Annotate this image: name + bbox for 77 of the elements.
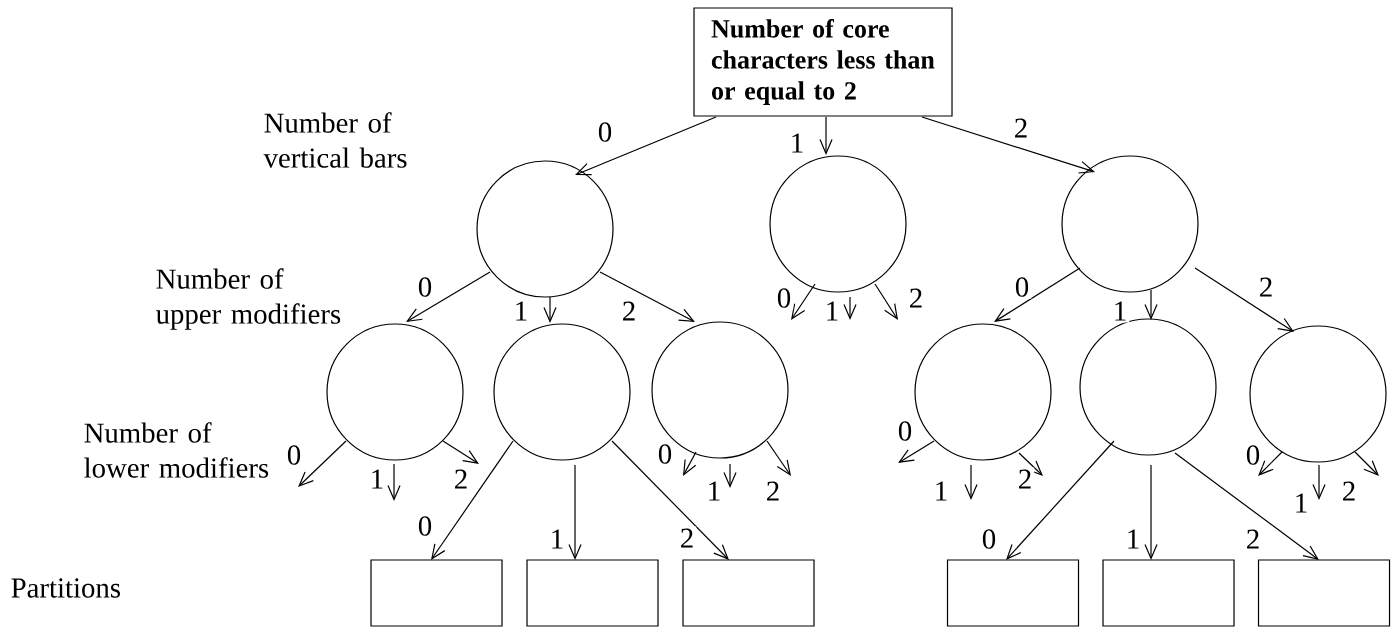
edge-label: 1 (1291, 491, 1311, 515)
partition-box (370, 559, 503, 627)
edge-label: 2 (763, 479, 783, 503)
circle-node (1061, 155, 1199, 293)
edge-label: 0 (979, 527, 999, 551)
arrow (1258, 451, 1283, 476)
arrow (575, 116, 717, 176)
edge-label: 1 (704, 479, 724, 503)
edge-label: 0 (655, 442, 675, 466)
arrow (994, 267, 1081, 322)
arrow (1194, 267, 1295, 332)
arrow (1144, 289, 1158, 320)
edge-label: 0 (1243, 443, 1263, 467)
edge-label: 1 (511, 299, 531, 323)
circle-node (326, 323, 464, 461)
edge-label: 1 (931, 479, 951, 503)
arrow (298, 440, 347, 487)
arrow (921, 116, 1095, 174)
arrow (1018, 452, 1044, 476)
edge-label: 2 (1011, 116, 1031, 140)
circle-node (493, 323, 631, 461)
arrow (406, 271, 491, 322)
edge-label: 1 (1123, 527, 1143, 551)
arrow (543, 296, 557, 323)
edge-label: 2 (677, 526, 697, 550)
arrow (683, 451, 697, 476)
arrow (843, 296, 857, 320)
edge-label: 1 (822, 299, 842, 323)
edge-label: 1 (787, 131, 807, 155)
arrow (1312, 464, 1326, 500)
partition-box (946, 559, 1080, 627)
level-label: Number of vertical bars (263, 112, 407, 168)
edge-label: 0 (284, 443, 304, 467)
arrow (1144, 464, 1158, 560)
edge-label: 2 (1256, 275, 1276, 299)
partition-box (682, 559, 815, 627)
edge-label: 2 (1339, 479, 1359, 503)
arrow (387, 463, 401, 501)
level-label: Number of upper modifiers (156, 268, 341, 330)
arrow (442, 440, 479, 464)
edge-label: 0 (895, 419, 915, 443)
edge-label: 1 (547, 527, 567, 551)
edge-label: 0 (415, 275, 435, 299)
arrow (611, 440, 729, 560)
edge-label: 0 (1012, 275, 1032, 299)
arrow (819, 116, 833, 155)
circle-node (476, 160, 614, 298)
arrow (874, 283, 898, 320)
arrow (1006, 440, 1115, 560)
partition-box (1102, 559, 1235, 627)
edge-label: 2 (1243, 527, 1263, 551)
circle-node (1249, 325, 1387, 463)
edge-label: 0 (595, 120, 615, 144)
circle-node (914, 323, 1052, 461)
edge-label: 2 (619, 299, 639, 323)
edge-label: 0 (415, 514, 435, 538)
arrow (723, 463, 737, 488)
arrow (431, 440, 514, 560)
level-label: Number of lower modifiers (84, 422, 269, 478)
arrow (898, 440, 935, 463)
edge-label: 2 (1015, 467, 1035, 491)
arrow (791, 283, 816, 320)
partition-box (526, 559, 659, 627)
arrow (568, 464, 582, 560)
edge-label: 0 (774, 286, 794, 310)
edge-label: 1 (1110, 299, 1130, 323)
title-box: Number of core characters less than or equal to 2 (693, 7, 953, 117)
arrow (964, 464, 978, 500)
edge-label: 2 (906, 286, 926, 310)
edge-label: 1 (367, 467, 387, 491)
arrow (766, 440, 791, 476)
arrow (599, 271, 695, 322)
level-label: Partitions (11, 578, 120, 598)
edge-label: 2 (451, 467, 471, 491)
arrow (1354, 451, 1379, 476)
partition-box (1257, 559, 1391, 627)
arrow (1174, 452, 1320, 560)
